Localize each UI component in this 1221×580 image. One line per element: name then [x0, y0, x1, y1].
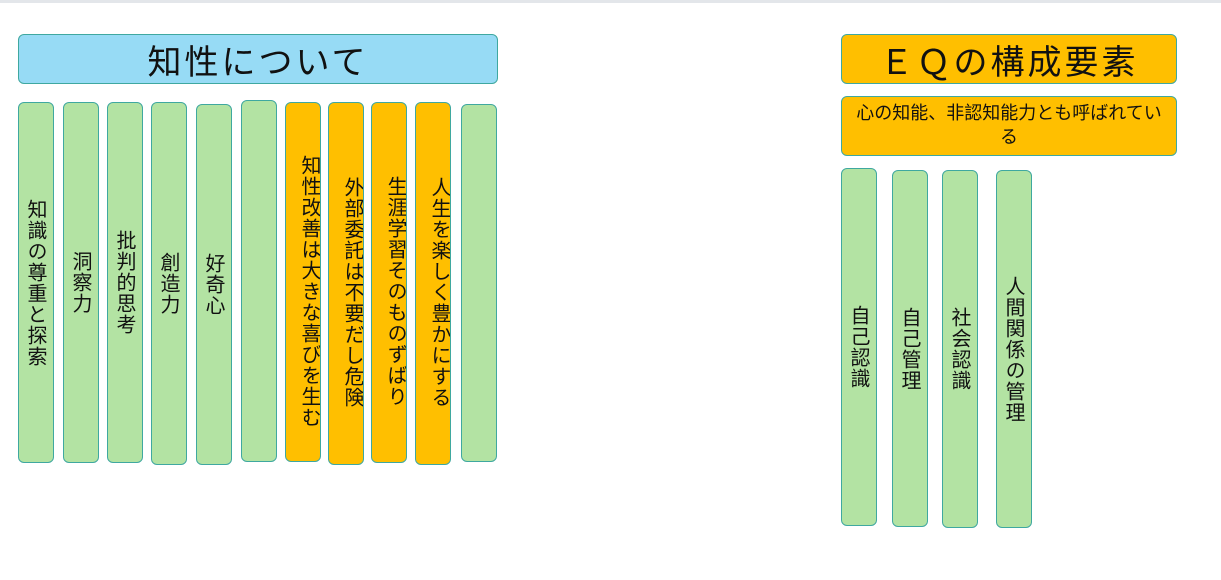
intellect-column-label: 知識の尊重と探索 [24, 198, 48, 367]
intellect-column-6-empty [241, 100, 277, 462]
intellect-column-label: 好奇心 [202, 253, 226, 316]
eq-column-label: 自己管理 [898, 306, 922, 391]
intellect-column-4: 創造力 [151, 102, 187, 465]
intellect-column-1: 知識の尊重と探索 [18, 102, 54, 463]
intellect-column-3: 批判的思考 [107, 102, 143, 463]
eq-column-label: 社会認識 [948, 307, 972, 391]
intellect-column-label: 生涯学習そのものずばり [384, 176, 407, 407]
intellect-column-11-empty [461, 104, 497, 462]
eq-column-2: 自己管理 [892, 170, 928, 527]
intellect-title: 知性について [147, 42, 369, 83]
eq-column-label: 人間関係の管理 [1002, 275, 1026, 423]
intellect-column-label: 外部委託は不要だし危険 [341, 177, 364, 408]
eq-title-box: ＥＱの構成要素 [841, 34, 1177, 84]
intellect-column-7: 知性改善は大きな喜びを生む [285, 102, 321, 462]
intellect-column-10: 人生を楽しく豊かにする [415, 102, 451, 465]
intellect-column-label: 洞察力 [69, 251, 93, 314]
eq-subtitle-box: 心の知能、非認知能力とも呼ばれている [841, 96, 1177, 156]
eq-column-3: 社会認識 [942, 170, 978, 528]
intellect-column-label: 人生を楽しく豊かにする [428, 177, 451, 408]
intellect-title-box: 知性について [18, 34, 498, 84]
intellect-column-8: 外部委託は不要だし危険 [328, 102, 364, 465]
intellect-column-label: 創造力 [157, 252, 181, 315]
eq-column-1: 自己認識 [841, 168, 877, 526]
intellect-column-5: 好奇心 [196, 104, 232, 465]
intellect-column-9: 生涯学習そのものずばり [371, 102, 407, 463]
eq-column-label: 自己認識 [847, 305, 871, 389]
eq-column-4: 人間関係の管理 [996, 170, 1032, 528]
eq-title: ＥＱの構成要素 [879, 42, 1139, 83]
eq-subtitle: 心の知能、非認知能力とも呼ばれている [856, 103, 1162, 148]
top-divider [0, 0, 1221, 3]
intellect-column-label: 批判的思考 [113, 230, 137, 335]
intellect-column-label: 知性改善は大きな喜びを生む [298, 154, 321, 428]
intellect-column-2: 洞察力 [63, 102, 99, 463]
